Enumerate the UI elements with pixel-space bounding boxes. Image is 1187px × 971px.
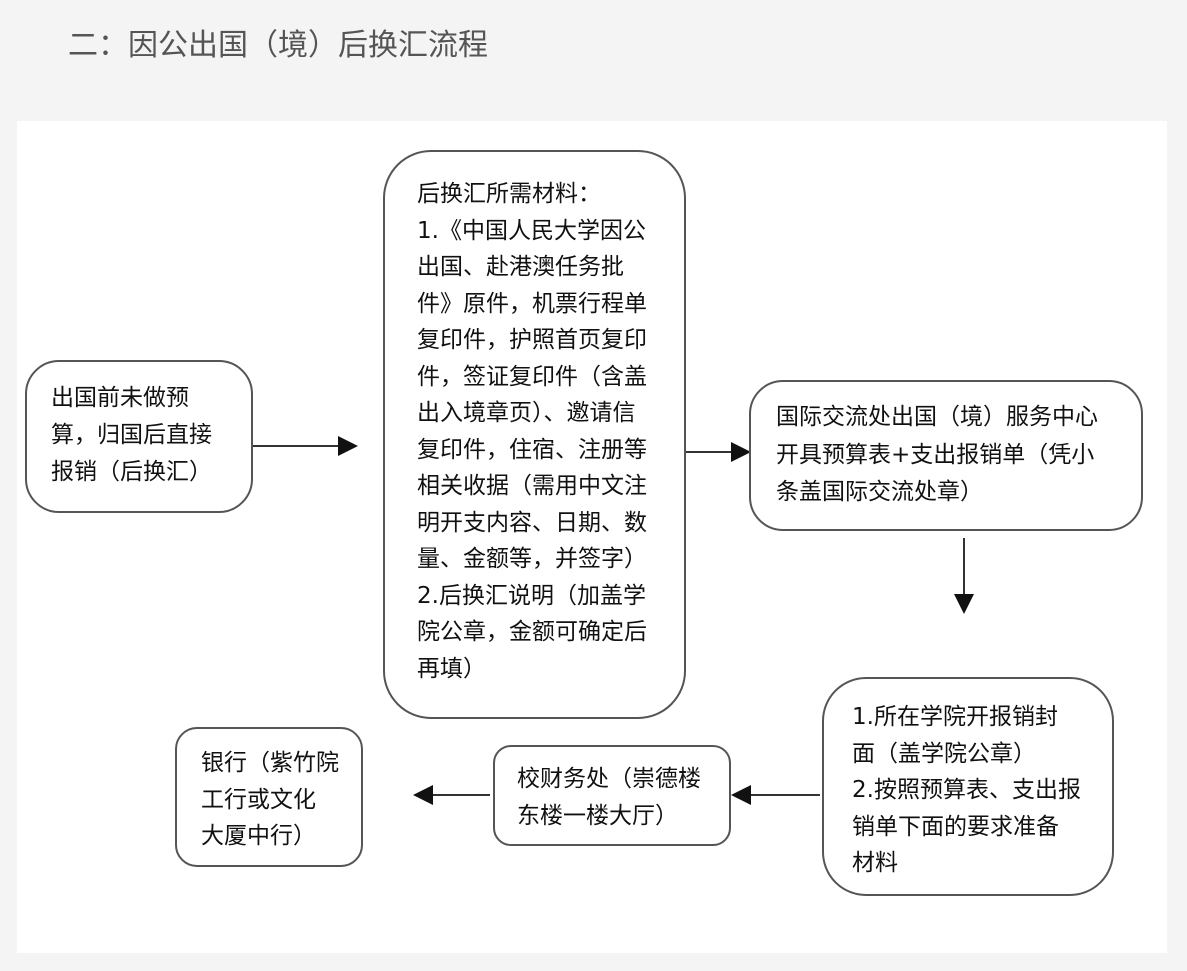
step-text-line: 国际交流处出国（境）服务中心 bbox=[776, 404, 1098, 430]
step-text-line: 2.后换汇说明（加盖学 bbox=[417, 582, 646, 609]
step-text-line: 条盖国际交流处章） bbox=[776, 479, 983, 505]
step-text-line: 大厦中行） bbox=[201, 823, 316, 849]
step-text-line: 再填） bbox=[417, 655, 486, 682]
step-intl-office: 国际交流处出国（境）服务中心开具预算表+支出报销单（凭小条盖国际交流处章） bbox=[749, 380, 1143, 531]
step-bank: 银行（紫竹院工行或文化大厦中行） bbox=[175, 727, 363, 867]
step-text-line: 东楼一楼大厅） bbox=[517, 803, 678, 829]
step-text-line: 1.《中国人民大学因公 bbox=[417, 217, 646, 244]
step-text-line: 出入境章页）、邀请信 bbox=[417, 400, 636, 426]
step-text-line: 2.按照预算表、支出报 bbox=[852, 777, 1081, 803]
step-text-line: 相关收据（需用中文注 bbox=[417, 473, 647, 499]
step-text-line: 1.所在学院开报销封 bbox=[852, 704, 1058, 730]
step-text-line: 算，归国后直接 bbox=[51, 422, 212, 448]
step-text-line: 复印件，住宿、注册等 bbox=[417, 436, 647, 463]
step-text-line: 量、金额等，并签字） bbox=[417, 546, 647, 572]
step-text-line: 出国前未做预 bbox=[51, 385, 189, 411]
step-text-line: 件》原件，机票行程单 bbox=[417, 290, 647, 317]
step-text-line: 工行或文化 bbox=[201, 786, 316, 813]
step-text-line: 销单下面的要求准备 bbox=[852, 813, 1059, 840]
step-text-line: 面（盖学院公章） bbox=[852, 740, 1036, 767]
step-text-line: 院公章，金额可确定后 bbox=[417, 619, 647, 645]
step-text-line: 材料 bbox=[852, 850, 898, 876]
step-start: 出国前未做预算，归国后直接报销（后换汇） bbox=[25, 360, 253, 513]
step-college: 1.所在学院开报销封面（盖学院公章） 2.按照预算表、支出报销单下面的要求准备材料 bbox=[822, 677, 1114, 896]
step-text-line: 报销（后换汇） bbox=[51, 459, 212, 485]
step-text-line: 后换汇所需材料： bbox=[417, 181, 601, 207]
page-title: 二：因公出国（境）后换汇流程 bbox=[68, 28, 488, 63]
step-text-line: 复印件，护照首页复印 bbox=[417, 327, 647, 353]
step-text-line: 明开支内容、日期、数 bbox=[417, 509, 647, 536]
step-text-line: 件，签证复印件（含盖 bbox=[417, 363, 647, 390]
step-text-line: 校财务处（崇德楼 bbox=[517, 766, 701, 792]
step-text-line: 开具预算表+支出报销单（凭小 bbox=[776, 441, 1095, 468]
step-finance: 校财务处（崇德楼东楼一楼大厅） bbox=[493, 745, 731, 846]
step-text-line: 出国、赴港澳任务批 bbox=[417, 254, 624, 280]
step-text-line: 银行（紫竹院 bbox=[201, 750, 339, 776]
step-materials: 后换汇所需材料： 1.《中国人民大学因公出国、赴港澳任务批件》原件，机票行程单复印… bbox=[383, 150, 686, 719]
